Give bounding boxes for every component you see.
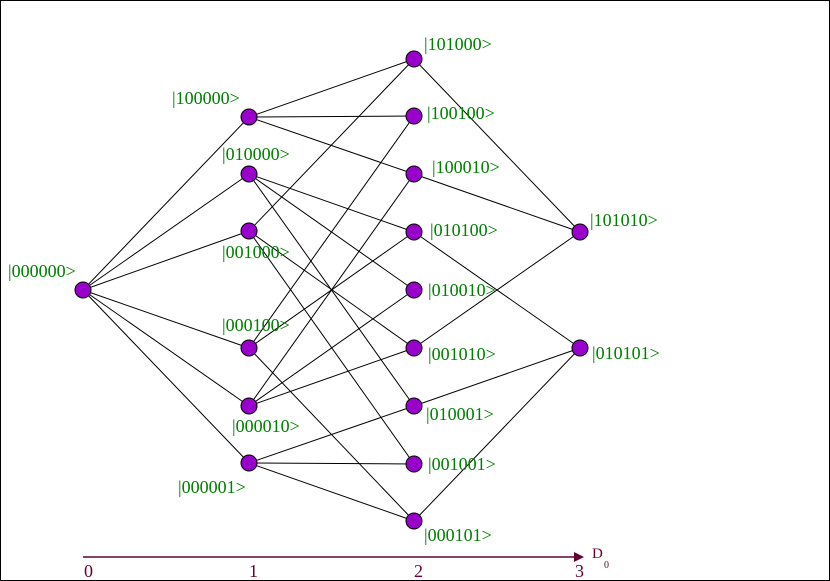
edge-010000-010100	[248, 173, 415, 233]
edge-100000-101000	[248, 58, 415, 118]
edge-000101-010101	[413, 347, 581, 522]
node-label-100010: |100010>	[432, 157, 500, 177]
edge-000010-001010	[248, 347, 415, 407]
edge-000000-000100	[82, 289, 250, 349]
labels-layer: |000000> |100000> |010000> |001000> |000100>…	[8, 34, 660, 545]
axis-tick-2: 2	[414, 561, 423, 581]
node-000010	[240, 397, 258, 415]
axis-tick-3: 3	[575, 561, 584, 581]
node-010010	[405, 281, 423, 299]
node-000001	[240, 454, 258, 472]
node-label-010101: |010101>	[592, 343, 660, 363]
edge-000000-001000	[82, 230, 250, 291]
edge-101000-101010	[413, 58, 581, 233]
node-100010	[405, 165, 423, 183]
node-100100	[405, 107, 423, 125]
node-000100	[240, 339, 258, 357]
node-label-010000: |010000>	[222, 144, 290, 164]
node-label-001000: |001000>	[222, 242, 290, 262]
axis-title: D	[592, 546, 603, 562]
node-010001	[405, 397, 423, 415]
node-label-100100: |100100>	[427, 103, 495, 123]
node-010101	[571, 339, 589, 357]
node-label-101000: |101000>	[424, 34, 492, 54]
node-000101	[405, 512, 423, 530]
node-label-000101: |000101>	[424, 525, 492, 545]
edge-100000-100100	[248, 115, 415, 118]
edge-000001-010001	[248, 405, 415, 464]
node-000000	[74, 281, 92, 299]
node-label-000001: |000001>	[178, 477, 246, 497]
node-label-010100: |010100>	[430, 220, 498, 240]
axis-arrowhead	[574, 552, 584, 562]
edge-000001-000101	[248, 462, 415, 522]
node-001000	[240, 222, 258, 240]
node-label-010001: |010001>	[426, 404, 494, 424]
axis-tick-1: 1	[249, 561, 258, 581]
edge-100010-101010	[413, 173, 581, 233]
node-100000	[240, 108, 258, 126]
edge-000000-100000	[82, 116, 250, 291]
edge-000000-000010	[82, 289, 250, 407]
node-001001	[405, 455, 423, 473]
edge-000010-100010	[248, 173, 415, 407]
node-label-010010: |010010>	[428, 280, 496, 300]
node-label-001001: |001001>	[428, 454, 496, 474]
axis-title-subscript: 0	[604, 560, 609, 571]
edge-000000-010000	[82, 173, 250, 291]
node-label-000100: |000100>	[222, 315, 290, 335]
edge-000001-001001	[248, 462, 415, 465]
edge-000100-100100	[248, 115, 415, 349]
node-101000	[405, 50, 423, 68]
edge-010100-010101	[413, 231, 581, 349]
axis-layer: D 0 0 1 2 3	[83, 546, 609, 581]
node-label-000010: |000010>	[232, 416, 300, 436]
edges-layer	[82, 58, 581, 522]
node-010000	[240, 165, 258, 183]
edge-010001-010101	[413, 347, 581, 407]
axis-tick-0: 0	[84, 561, 93, 581]
edge-000010-010010	[248, 289, 415, 407]
node-label-000000: |000000>	[8, 261, 76, 281]
node-label-100000: |100000>	[172, 88, 240, 108]
node-label-001010: |001010>	[428, 344, 496, 364]
edge-001000-101000	[248, 58, 415, 232]
node-label-101010: |101010>	[590, 210, 658, 230]
node-010100	[405, 223, 423, 241]
edge-000000-000001	[82, 289, 250, 464]
nodes-layer	[74, 50, 589, 530]
node-001010	[405, 339, 423, 357]
node-101010	[571, 223, 589, 241]
